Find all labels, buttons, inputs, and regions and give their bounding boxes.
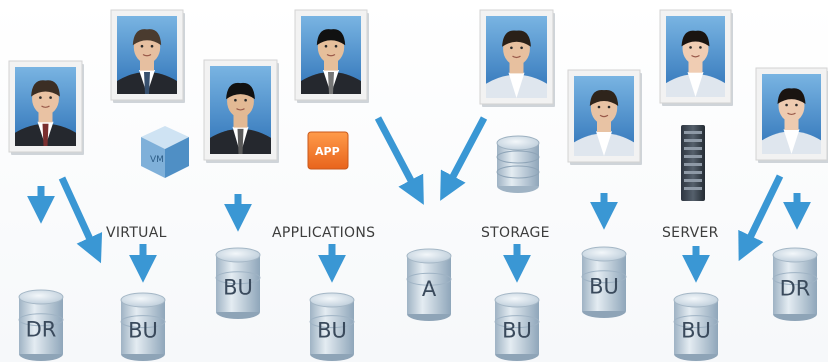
portrait-6: [567, 69, 642, 165]
database-cylinder-label: BU: [681, 318, 711, 342]
database-cylinder-bu-server: BU: [673, 292, 719, 361]
flow-arrow-11: [738, 174, 784, 262]
database-cylinder-label: DR: [780, 277, 811, 301]
database-cylinder-bu-storage-right: BU: [581, 246, 627, 318]
database-cylinder-label: DR: [26, 317, 57, 341]
label-virtual: VIRTUAL: [106, 225, 167, 241]
database-cylinder-label: BU: [502, 318, 532, 342]
database-cylinder-bu-virtual: BU: [120, 292, 166, 361]
vm-cube-label: VM: [150, 155, 164, 165]
label-storage: STORAGE: [481, 225, 550, 241]
database-cylinder-label: BU: [223, 275, 253, 299]
database-cylinder-bu-apps-bottom: BU: [309, 292, 355, 361]
database-cylinder-bu-storage: BU: [494, 292, 540, 361]
portrait-3: [203, 59, 279, 163]
app-icon-label: APP: [315, 145, 340, 158]
database-cylinder-a-apps: A: [406, 248, 452, 321]
storage-stack-icon: [496, 135, 540, 193]
portrait-2: [110, 9, 185, 103]
server-rack-icon: [681, 125, 705, 201]
database-cylinder-dr-right: DR: [772, 247, 818, 321]
portrait-8: [755, 67, 828, 163]
flow-arrow-6: [374, 116, 424, 205]
label-applications: APPLICATIONS: [272, 225, 376, 241]
database-cylinder-dr-left: DR: [18, 289, 64, 361]
database-cylinder-bu-apps-left: BU: [215, 247, 261, 319]
portrait-7: [659, 9, 733, 106]
app-icon: APP: [307, 131, 349, 170]
label-server: SERVER: [662, 225, 719, 241]
vm-cube-icon: VM: [141, 126, 189, 178]
portrait-1: [8, 60, 84, 155]
database-cylinder-label: A: [422, 277, 437, 301]
database-cylinder-label: BU: [589, 274, 619, 298]
flow-arrows: [27, 116, 811, 283]
flow-arrow-7: [440, 116, 488, 201]
database-cylinder-label: BU: [317, 318, 347, 342]
portrait-4: [294, 9, 369, 103]
database-cylinder-label: BU: [128, 318, 158, 342]
flow-arrow-2: [58, 176, 103, 264]
portrait-5: [479, 9, 555, 107]
